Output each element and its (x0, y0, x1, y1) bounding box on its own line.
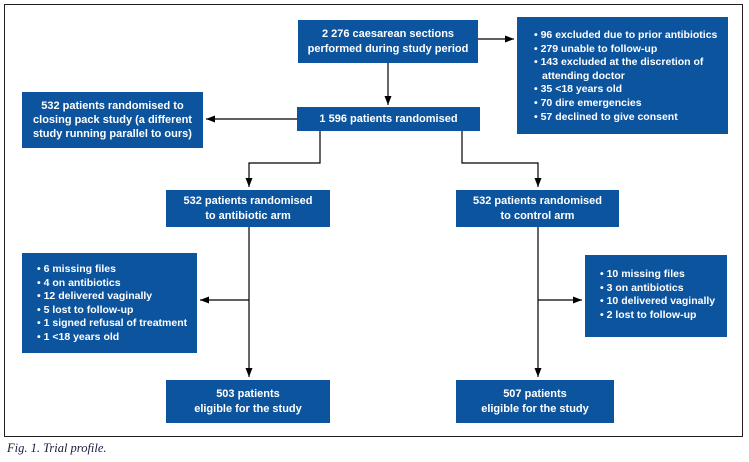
control-arm-box: 532 patients randomised to control arm (456, 190, 619, 227)
exclusion-item: 57 declined to give consent (529, 111, 722, 125)
exclusion-item: 5 lost to follow-up (32, 304, 193, 318)
figure-caption: Fig. 1. Trial profile. (7, 441, 107, 455)
antibiotic-arm-box: 532 patients randomised to antibiotic ar… (166, 190, 330, 227)
exclusion-item: 10 delivered vaginally (595, 295, 723, 309)
control-exclusions-list: 10 missing files 3 on antibiotics 10 del… (595, 268, 723, 322)
total-caesarean-box: 2 276 caesarean sections performed durin… (298, 20, 478, 63)
antibiotic-exclusions-box: 6 missing files 4 on antibiotics 12 deli… (22, 253, 197, 353)
exclusion-item: 3 on antibiotics (595, 282, 723, 296)
exclusion-item: 1 <18 years old (32, 331, 193, 345)
exclusion-item: 96 excluded due to prior antibiotics (529, 29, 722, 43)
exclusion-item: 6 missing files (32, 263, 193, 277)
exclusion-item: 35 <18 years old (529, 83, 722, 97)
exclusion-item: 70 dire emergencies (529, 97, 722, 111)
exclusion-item: 279 unable to follow-up (529, 43, 722, 57)
closing-pack-study-box: 532 patients randomised to closing pack … (22, 92, 203, 148)
exclusion-item: 4 on antibiotics (32, 277, 193, 291)
initial-exclusions-list: 96 excluded due to prior antibiotics 279… (529, 29, 722, 124)
control-eligible-box: 507 patients eligible for the study (456, 380, 614, 423)
initial-exclusions-box: 96 excluded due to prior antibiotics 279… (517, 17, 728, 134)
exclusion-item: 12 delivered vaginally (32, 290, 193, 304)
exclusion-item: 1 signed refusal of treatment (32, 317, 193, 331)
exclusion-item: 2 lost to follow-up (595, 309, 723, 323)
antibiotic-exclusions-list: 6 missing files 4 on antibiotics 12 deli… (32, 263, 193, 345)
exclusion-item: 10 missing files (595, 268, 723, 282)
antibiotic-eligible-box: 503 patients eligible for the study (166, 380, 330, 423)
control-exclusions-box: 10 missing files 3 on antibiotics 10 del… (585, 255, 727, 337)
randomised-box: 1 596 patients randomised (297, 107, 480, 131)
exclusion-item: 143 excluded at the discretion of attend… (529, 56, 722, 83)
